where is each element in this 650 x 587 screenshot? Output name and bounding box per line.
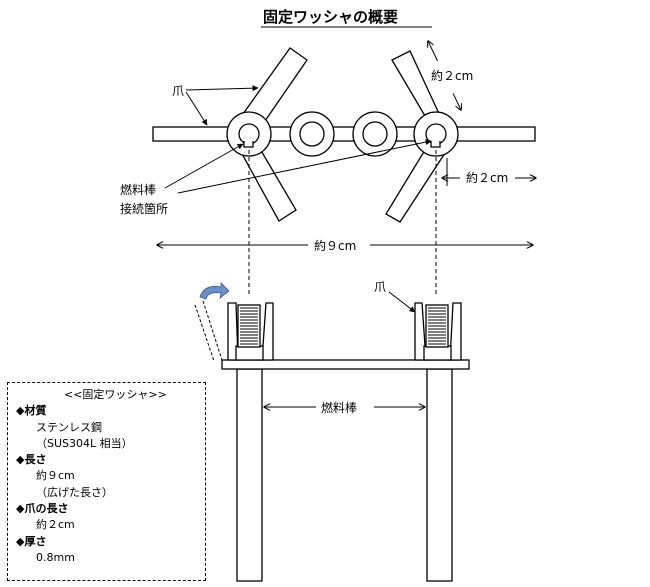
washer-side-view xyxy=(221,302,470,582)
claw-length-label: 約２cm xyxy=(431,68,473,83)
spec-value-length: 約９cm xyxy=(36,469,75,483)
bend-arrow-icon xyxy=(199,282,230,300)
page-title: 固定ワッシャの概要 xyxy=(263,8,398,26)
claw-width-label: 約２cm xyxy=(466,170,508,185)
total-length-label: 約９cm xyxy=(314,238,356,253)
side-claw-label: 爪 xyxy=(374,280,386,294)
junction-label-line1: 燃料棒 xyxy=(120,182,156,197)
fuel-rod-left xyxy=(236,368,263,582)
claw-length-arrow xyxy=(428,41,461,110)
washer-top-view xyxy=(152,47,536,223)
side-claw-left-outer-r xyxy=(261,302,274,361)
ring-3-hole xyxy=(362,121,388,147)
spec-header: <<固定ワッシャ>> xyxy=(64,388,167,401)
spec-item-claw-length: ◆爪の長さ xyxy=(16,502,69,516)
washer-strip-bar xyxy=(152,126,536,142)
washer-base-plate xyxy=(221,359,470,370)
bolt-threads xyxy=(240,307,446,345)
spec-note-length: （広げた長さ） xyxy=(36,485,113,499)
bolt-left-head xyxy=(235,345,264,361)
spec-item-thickness: ◆厚さ xyxy=(16,534,47,548)
spec-value-thickness: 0.8mm xyxy=(36,550,75,564)
spec-item-material: ◆材質 xyxy=(16,404,47,418)
bolt-right-head xyxy=(423,345,452,361)
spec-value-claw-length: 約２cm xyxy=(36,518,75,532)
fuel-rod-label: 燃料棒 xyxy=(321,400,357,415)
junction-label-line2: 接続箇所 xyxy=(120,201,168,216)
spec-item-length: ◆長さ xyxy=(16,453,47,467)
claw-label: 爪 xyxy=(172,84,184,98)
ring-4-slot xyxy=(431,140,440,147)
side-claw-right-outer-r xyxy=(449,302,462,361)
spec-note-material: （SUS304L 相当） xyxy=(36,436,133,450)
ring-1-slot xyxy=(244,140,253,147)
spec-box: <<固定ワッシャ>> ◆材質 ステンレス鋼 （SUS304L 相当） ◆長さ 約… xyxy=(7,382,206,581)
ring-2-hole xyxy=(299,121,325,147)
fuel-rod-right xyxy=(426,368,453,582)
spec-value-material: ステンレス鋼 xyxy=(36,420,102,434)
